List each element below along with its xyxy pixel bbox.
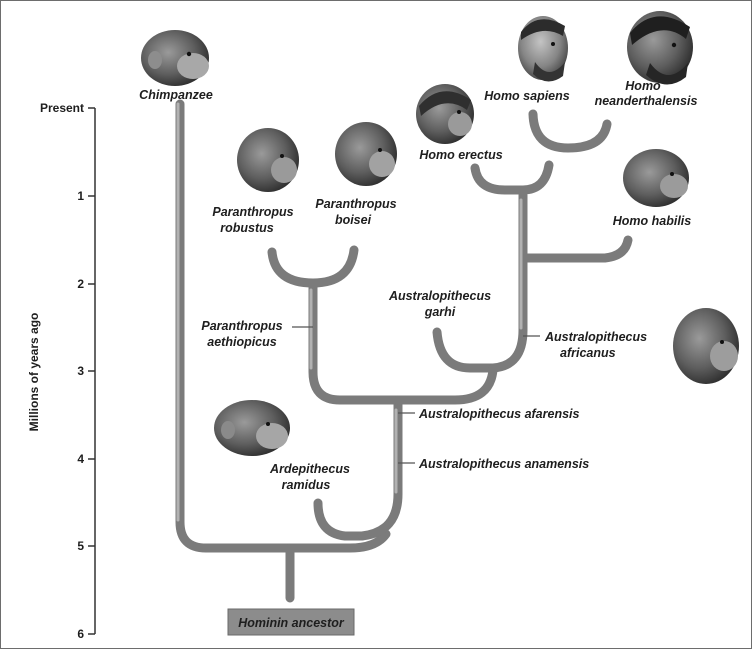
label-paranthropus-boisei-line2: boisei bbox=[335, 213, 372, 227]
tick-label-4: 4 bbox=[77, 452, 84, 466]
label-australopithecus-africanus-line1: Australopithecus bbox=[544, 330, 647, 344]
paranthropus-boisei-head-icon bbox=[335, 122, 397, 186]
label-paranthropus-aethiopicus-line2: aethiopicus bbox=[207, 335, 277, 349]
homo-neanderthalensis-head-icon bbox=[627, 11, 693, 85]
label-australopithecus-anamensis: Australopithecus anamensis bbox=[418, 457, 589, 471]
label-homo-neanderthalensis-line2: neanderthalensis bbox=[595, 94, 698, 108]
branch-erectus-fork bbox=[470, 160, 554, 195]
label-paranthropus-boisei-line1: Paranthropus bbox=[315, 197, 396, 211]
branch-garhi bbox=[432, 327, 498, 373]
homo-habilis-head-icon bbox=[623, 149, 689, 207]
label-paranthropus-aethiopicus-line1: Paranthropus bbox=[201, 319, 282, 333]
tick-label-present: Present bbox=[40, 101, 84, 115]
label-homo-sapiens: Homo sapiens bbox=[484, 89, 569, 103]
hominin-ancestor-box: Hominin ancestor bbox=[227, 608, 355, 636]
homo-sapiens-head-icon bbox=[518, 16, 568, 82]
australopithecus-africanus-head-icon bbox=[673, 308, 739, 384]
branch-anamensis-afarensis bbox=[357, 395, 403, 541]
paranthropus-robustus-head-icon bbox=[237, 128, 299, 192]
label-paranthropus-robustus-line2: robustus bbox=[220, 221, 274, 235]
tick-label-3: 3 bbox=[77, 364, 84, 378]
homo-erectus-head-icon bbox=[416, 84, 474, 144]
label-australopithecus-garhi-line2: garhi bbox=[424, 305, 456, 319]
time-axis: Present 1 2 3 4 5 6 Millions of years ag… bbox=[27, 101, 96, 641]
branch-robust-fork bbox=[267, 245, 359, 288]
label-chimpanzee: Chimpanzee bbox=[139, 88, 213, 102]
label-homo-neanderthalensis-line1: Homo bbox=[625, 79, 661, 93]
branch-aethiopicus bbox=[308, 278, 403, 405]
tick-label-6: 6 bbox=[77, 627, 84, 641]
phylogenetic-tree bbox=[175, 99, 633, 603]
tick-label-5: 5 bbox=[77, 539, 84, 553]
ardipithecus-ramidus-head-icon bbox=[214, 400, 290, 456]
chimpanzee-head-icon bbox=[141, 30, 209, 86]
label-australopithecus-africanus-line2: africanus bbox=[560, 346, 616, 360]
branch-homo-lineage bbox=[393, 365, 498, 405]
axis-title: Millions of years ago bbox=[27, 313, 41, 432]
label-paranthropus-robustus-line1: Paranthropus bbox=[212, 205, 293, 219]
branch-chimpanzee bbox=[175, 99, 295, 553]
branch-africanus-stem bbox=[488, 190, 528, 373]
label-australopithecus-afarensis: Australopithecus afarensis bbox=[418, 407, 580, 421]
branch-ardipithecus bbox=[313, 498, 367, 541]
species-labels: Chimpanzee Homo sapiens Homo neanderthal… bbox=[139, 79, 697, 492]
branch-habilis bbox=[518, 235, 633, 263]
branch-sapiens-fork bbox=[528, 109, 612, 153]
label-homo-erectus: Homo erectus bbox=[419, 148, 502, 162]
label-ardipithecus-ramidus-line2: ramidus bbox=[282, 478, 331, 492]
leader-lines bbox=[292, 326, 540, 464]
tick-label-2: 2 bbox=[77, 277, 84, 291]
tick-label-1: 1 bbox=[77, 189, 84, 203]
label-homo-habilis: Homo habilis bbox=[613, 214, 692, 228]
label-australopithecus-garhi-line1: Australopithecus bbox=[388, 289, 491, 303]
branch-root bbox=[285, 529, 391, 603]
label-hominin-ancestor: Hominin ancestor bbox=[238, 616, 345, 630]
label-ardipithecus-ramidus-line1: Ardepithecus bbox=[269, 462, 350, 476]
